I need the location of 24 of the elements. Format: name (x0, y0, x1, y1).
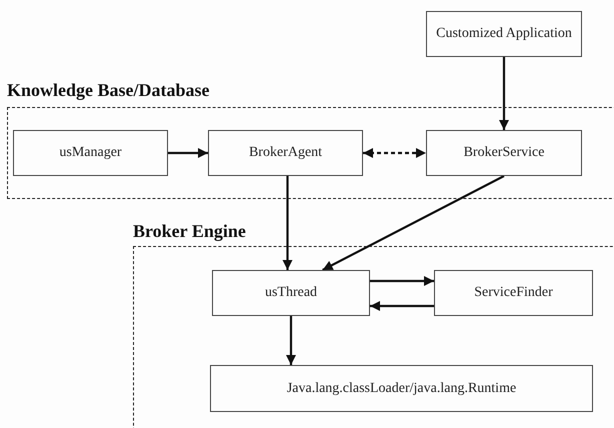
component-box (13, 130, 168, 176)
arrow (370, 301, 434, 311)
component-box (208, 130, 363, 176)
component-box (212, 270, 370, 316)
component-label: BrokerAgent (248, 145, 322, 161)
arrow (322, 175, 504, 271)
component-label: usThread (264, 285, 318, 301)
component-box (426, 11, 582, 57)
component-label: usManager (59, 145, 122, 161)
group-title: Knowledge Base/Database (7, 80, 210, 101)
component-label: Customized Application (436, 26, 572, 42)
arrow (363, 148, 426, 158)
component-box (210, 365, 593, 412)
group-title: Broker Engine (133, 221, 246, 242)
arrow (499, 57, 509, 130)
arrow (370, 276, 434, 286)
component-box (434, 270, 593, 316)
component-label: Java.lang.classLoader/java.lang.Runtime (286, 380, 516, 396)
component-label: BrokerService (464, 145, 544, 161)
component-label: ServiceFinder (474, 285, 553, 301)
arrow (282, 176, 292, 270)
arrow (286, 316, 296, 365)
arrow (168, 148, 208, 158)
component-box (426, 130, 582, 176)
